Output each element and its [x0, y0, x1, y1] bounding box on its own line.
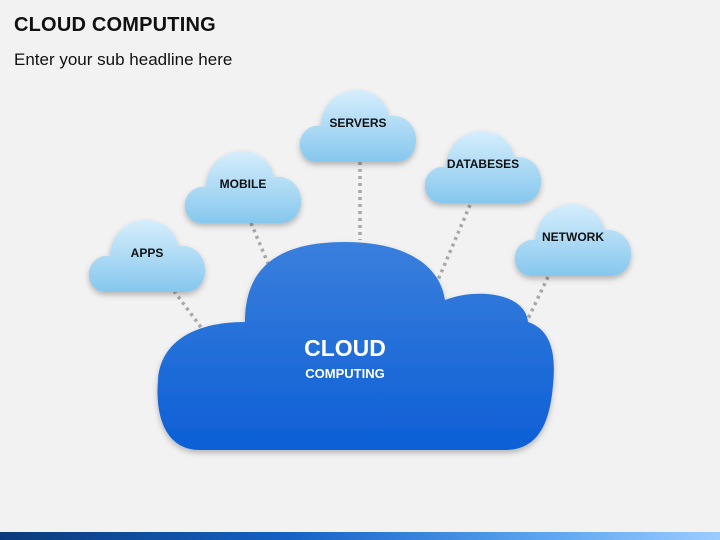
main-cloud [157, 242, 554, 450]
cloud-node-apps: APPS [88, 220, 206, 292]
cloud-node-label: APPS [131, 246, 164, 260]
cloud-node-databases: DATABESES [424, 131, 542, 203]
connector-databases [436, 204, 472, 281]
connector-lines [172, 162, 550, 332]
slide-title: CLOUD COMPUTING [14, 14, 216, 36]
cloud-shape [184, 151, 302, 223]
slide-subtitle: Enter your sub headline here [14, 50, 233, 69]
main-cloud-subtitle: COMPUTING [305, 366, 384, 381]
bottom-accent-bar [0, 532, 720, 540]
connector-network [523, 276, 550, 326]
cloud-node-label: DATABESES [447, 157, 519, 171]
main-cloud-shape [157, 242, 554, 450]
main-cloud-title: CLOUD [304, 335, 386, 361]
cloud-node-label: NETWORK [542, 230, 604, 244]
cloud-shape [299, 90, 417, 162]
cloud-node-label: SERVERS [329, 116, 386, 130]
cloud-shape [424, 131, 542, 203]
cloud-shape [514, 204, 632, 276]
connector-apps [172, 289, 205, 332]
cloud-node-label: MOBILE [220, 177, 267, 191]
cloud-node-mobile: MOBILE [184, 151, 302, 223]
cloud-node-network: NETWORK [514, 204, 632, 276]
cloud-shape [88, 220, 206, 292]
connector-mobile [249, 222, 272, 269]
cloud-node-servers: SERVERS [299, 90, 417, 162]
